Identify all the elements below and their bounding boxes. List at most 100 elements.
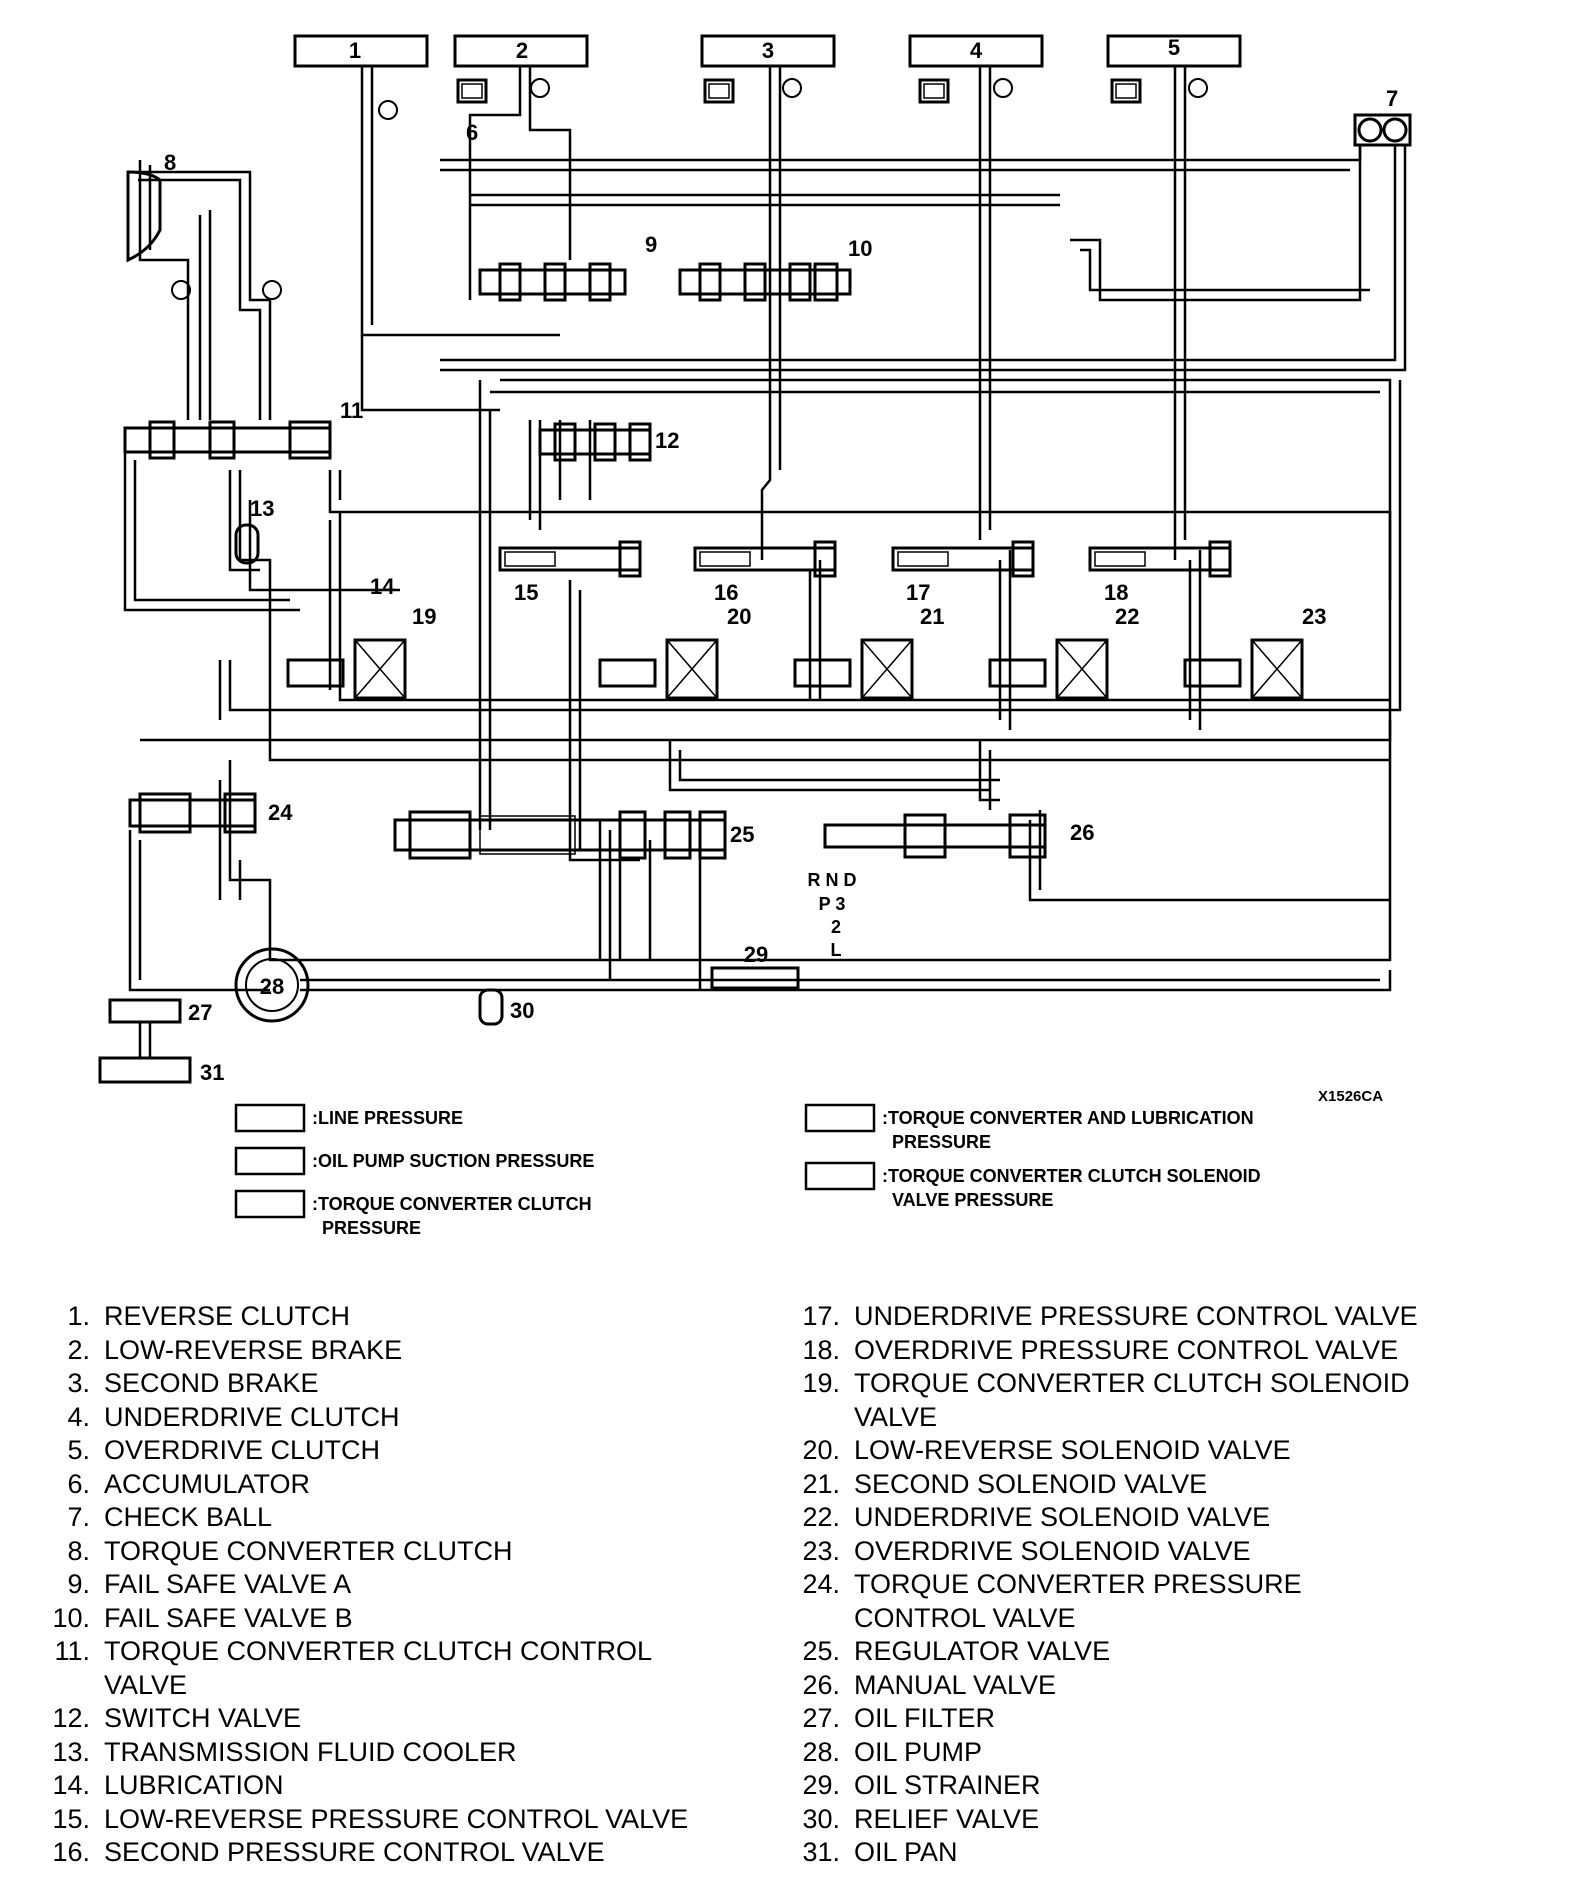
legend-item-text-continued: CONTROL VALVE — [854, 1602, 1076, 1633]
legend-item: 26.MANUAL VALVE — [790, 1669, 1550, 1703]
oil-filter-27 — [108, 998, 182, 1024]
oil-strainer-29 — [710, 966, 800, 990]
legend-item-number: 17. — [802, 1301, 840, 1331]
orifice-group — [171, 78, 1208, 300]
legend-item-text: REGULATOR VALVE — [854, 1636, 1111, 1666]
legend-item-text: OIL PUMP — [854, 1736, 983, 1767]
shift-positions-2: 2 — [831, 917, 841, 937]
legend-item: 24. TORQUE CONVERTER PRESSURE — [790, 1568, 1550, 1602]
legend-item: 19.TORQUE CONVERTER CLUTCH SOLENOID — [790, 1367, 1550, 1401]
legend-item-number: 5. — [67, 1435, 90, 1465]
fluid-cooler-13 — [234, 523, 260, 565]
callout-1: 1 — [349, 38, 361, 63]
legend-item-number: 13. — [52, 1736, 90, 1767]
legend-item-number: 20. — [802, 1435, 840, 1465]
legend-item: 12.SWITCH VALVE — [40, 1702, 760, 1736]
legend-item-indent — [40, 1669, 104, 1703]
callout-9: 9 — [645, 232, 657, 257]
legend-item-text: OVERDRIVE PRESSURE CONTROL VALVE — [854, 1334, 1399, 1365]
legend-item-text: LUBRICATION — [104, 1770, 284, 1800]
legend-item-text: OIL STRAINER — [854, 1770, 1041, 1800]
key-label-tcc-solenoid-pressure: :TORQUE CONVERTER CLUTCH SOLENOID — [882, 1166, 1261, 1186]
callout-3: 3 — [762, 38, 774, 63]
legend-item-number: 18. — [802, 1334, 840, 1365]
callout-5: 5 — [1168, 35, 1180, 60]
legend-item: 21.SECOND SOLENOID VALVE — [790, 1468, 1550, 1502]
manual-valve-26 — [823, 813, 1047, 859]
legend-item-number: 22. — [802, 1502, 840, 1532]
legend-item: 2.LOW-REVERSE BRAKE — [40, 1334, 760, 1368]
key-box-suction-pressure — [234, 1146, 306, 1176]
key-label-tc-lube-pressure: :TORQUE CONVERTER AND LUBRICATION — [882, 1108, 1254, 1128]
shift-positions-l: L — [831, 940, 842, 960]
callout-15: 15 — [514, 580, 538, 605]
callout-14: 14 — [370, 574, 395, 599]
callout-17: 17 — [906, 580, 930, 605]
legend-item-text: LOW-REVERSE SOLENOID VALVE — [854, 1435, 1291, 1465]
legend-item-number: 3. — [67, 1368, 90, 1398]
legend-item-number: 7. — [67, 1502, 90, 1532]
callout-22: 22 — [1115, 604, 1139, 629]
key-label-tc-lube-pressure-2: PRESSURE — [892, 1132, 991, 1152]
legend-item-number: 14. — [52, 1770, 90, 1800]
legend-item-number: 21. — [802, 1468, 840, 1499]
legend-item: 27.OIL FILTER — [790, 1702, 1550, 1736]
callout-28: 28 — [260, 974, 284, 999]
callout-13: 13 — [250, 496, 274, 521]
legend-item: 16.SECOND PRESSURE CONTROL VALVE — [40, 1836, 760, 1870]
callout-10: 10 — [848, 236, 872, 261]
legend-item-number: 8. — [67, 1535, 90, 1566]
legend-item-number: 4. — [67, 1401, 90, 1432]
legend-item-number: 15. — [52, 1803, 90, 1834]
legend-item-number: 12. — [52, 1703, 90, 1733]
hydraulic-circuit-diagram: 1 2 3 4 5 6 7 8 9 10 11 12 13 14 15 16 1… — [98, 34, 1412, 1238]
legend-item-number: 25. — [802, 1636, 840, 1666]
legend-item-indent — [790, 1401, 854, 1435]
callout-31: 31 — [200, 1060, 224, 1085]
legend-item-text: TORQUE CONVERTER PRESSURE — [854, 1569, 1302, 1599]
legend-item: 11.TORQUE CONVERTER CLUTCH CONTROL — [40, 1635, 760, 1669]
legend-item-text: TRANSMISSION FLUID COOLER — [104, 1736, 517, 1767]
shift-positions-rnd: R N D — [808, 870, 857, 890]
legend-item: 18. OVERDRIVE PRESSURE CONTROL VALVE — [790, 1334, 1550, 1368]
check-ball-7 — [1353, 113, 1412, 147]
legend-item-text-continued: VALVE — [104, 1669, 188, 1700]
legend-item-number: 11. — [54, 1636, 90, 1666]
legend-item-number: 27. — [802, 1703, 840, 1733]
legend-item-text: OVERDRIVE SOLENOID VALVE — [854, 1535, 1251, 1566]
legend-item: 5. OVERDRIVE CLUTCH — [40, 1434, 760, 1468]
legend-item: 17.UNDERDRIVE PRESSURE CONTROL VALVE — [790, 1300, 1550, 1334]
callout-11: 11 — [340, 398, 363, 423]
callout-8: 8 — [164, 150, 176, 175]
callout-6: 6 — [466, 120, 478, 145]
legend-item-text: ACCUMULATOR — [104, 1468, 311, 1499]
callout-27: 27 — [188, 1000, 212, 1025]
oil-pump-28 — [234, 947, 310, 1023]
legend-item-text: UNDERDRIVE CLUTCH — [104, 1401, 400, 1432]
legend-item-text: FAIL SAFE VALVE A — [104, 1569, 352, 1599]
callout-18: 18 — [1104, 580, 1128, 605]
legend-item-text: OVERDRIVE CLUTCH — [104, 1435, 381, 1465]
legend-item-number: 24. — [802, 1569, 840, 1599]
oil-pan-31 — [98, 1056, 192, 1084]
legend-item-number: 1. — [67, 1301, 90, 1331]
callout-16: 16 — [714, 580, 738, 605]
key-label-tcc-pressure-2: PRESSURE — [322, 1218, 421, 1238]
key-label-tcc-pressure: :TORQUE CONVERTER CLUTCH — [312, 1194, 592, 1214]
key-box-line-pressure — [234, 1103, 306, 1133]
legend-item-continued: VALVE — [40, 1669, 760, 1703]
callout-2: 2 — [516, 38, 528, 63]
callout-19: 19 — [412, 604, 436, 629]
legend-item-text: RELIEF VALVE — [854, 1803, 1040, 1834]
legend-item-text: FAIL SAFE VALVE B — [104, 1602, 353, 1633]
clutch-box-3 — [700, 34, 836, 68]
pressure-key: :LINE PRESSURE :OIL PUMP SUCTION PRESSUR… — [312, 1108, 1261, 1238]
callout-30: 30 — [510, 998, 534, 1023]
solenoid-valves — [286, 638, 1304, 700]
callout-21: 21 — [920, 604, 944, 629]
legend-item: 15.LOW-REVERSE PRESSURE CONTROL VALVE — [40, 1803, 760, 1837]
legend-item-number: 28. — [802, 1736, 840, 1767]
legend-item: 3.SECOND BRAKE — [40, 1367, 760, 1401]
legend-item: 9.FAIL SAFE VALVE A — [40, 1568, 760, 1602]
pressure-control-valves — [498, 540, 1232, 578]
